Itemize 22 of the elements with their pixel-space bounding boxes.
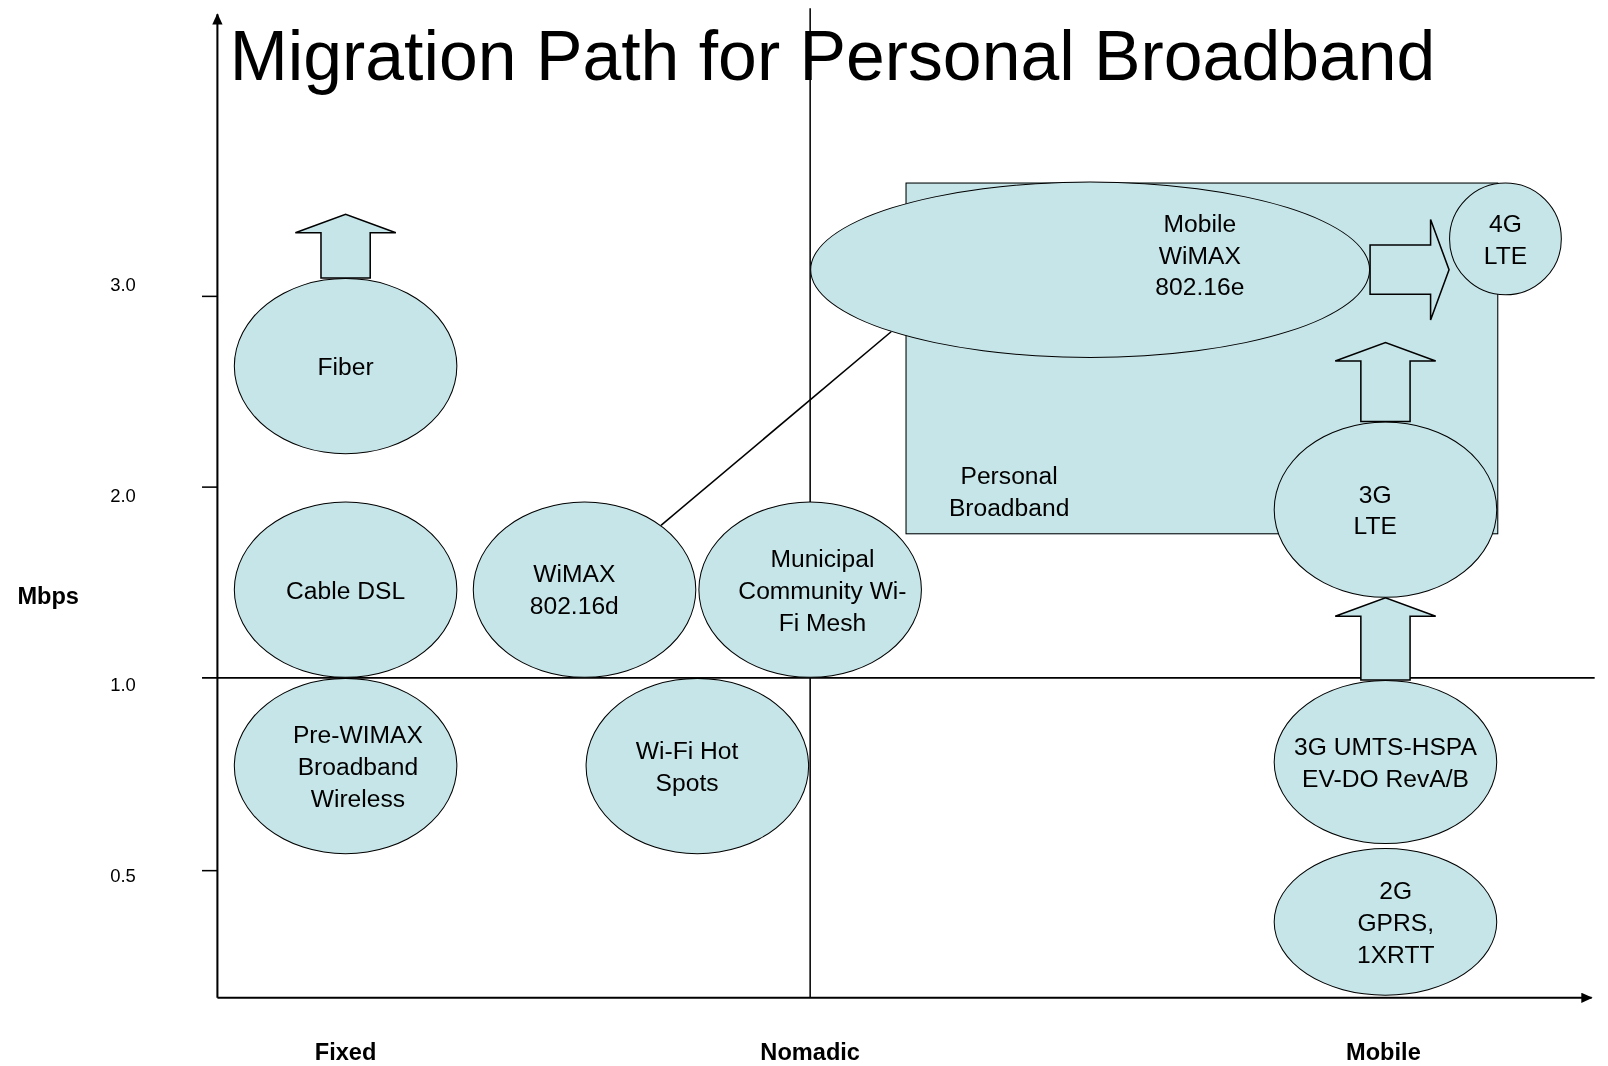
tick-label: 1.0: [110, 674, 136, 696]
technology-ellipse: 4G LTE: [1449, 182, 1562, 296]
technology-ellipse: Municipal Community Wi-Fi Mesh: [698, 501, 922, 678]
category-label: Mobile: [1346, 1038, 1421, 1066]
connector-line: [660, 331, 892, 527]
block-arrow: [1369, 218, 1450, 321]
category-label: Nomadic: [760, 1038, 860, 1066]
tick-label: 0.5: [110, 866, 136, 888]
tick-label: 3.0: [110, 274, 136, 296]
tick-label: 2.0: [110, 485, 136, 508]
technology-ellipse: 3G UMTS-HSPA EV-DO RevA/B: [1273, 679, 1498, 844]
technology-ellipse: Cable DSL: [233, 501, 458, 678]
technology-ellipse: WiMAX 802.16d: [472, 501, 697, 678]
technology-ellipse: Wi-Fi Hot Spots: [585, 677, 810, 855]
block-arrow: [1334, 597, 1437, 681]
axis-title: Mbps: [17, 582, 79, 610]
category-label: Fixed: [314, 1038, 377, 1066]
technology-ellipse: Fiber: [233, 277, 458, 455]
technology-ellipse: 2G GPRS, 1XRTT: [1273, 848, 1498, 996]
technology-ellipse: Pre-WIMAX Broadband Wireless: [233, 677, 458, 855]
block-arrow: [294, 213, 397, 279]
block-arrow: [1334, 341, 1437, 423]
